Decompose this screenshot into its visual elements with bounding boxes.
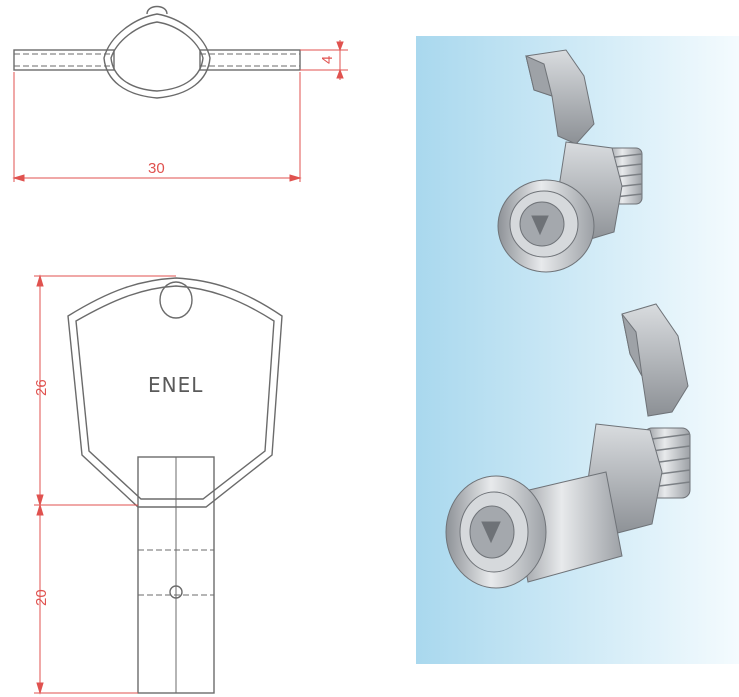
top-view-dimensions	[12, 40, 348, 182]
front-view-dimensions	[34, 274, 176, 695]
key-front-view	[67, 277, 283, 694]
cam-lock-product-image	[416, 36, 739, 664]
blade-length-dimension: 20	[33, 589, 50, 606]
key-top-view	[13, 5, 301, 99]
thickness-dimension: 4	[319, 56, 336, 64]
key-brand-label: ENEL	[148, 373, 203, 397]
key-technical-drawing: 30 4 ENEL 26 20	[12, 5, 348, 695]
head-height-dimension: 26	[33, 379, 50, 396]
long-cam-lock	[445, 303, 691, 589]
short-cam-lock	[497, 49, 643, 273]
total-length-dimension: 30	[148, 160, 165, 177]
